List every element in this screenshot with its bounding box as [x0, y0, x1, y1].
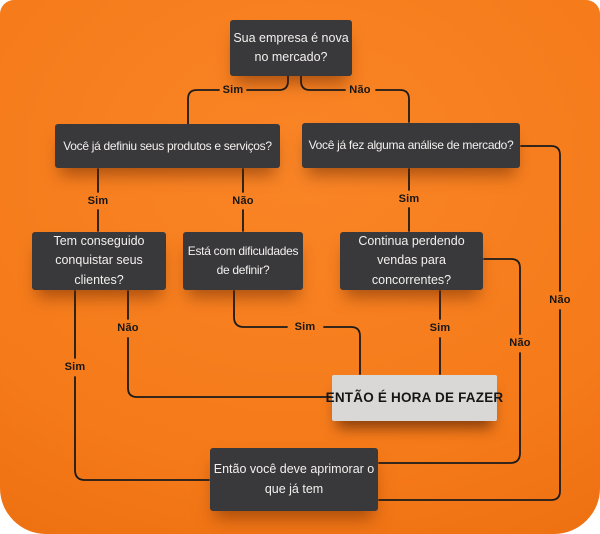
node-text-line: vendas para: [377, 253, 446, 268]
connector-dificuldades-horafazer: [233, 290, 361, 375]
connector-analise-aprimorar: [378, 145, 561, 501]
edge-label-sim-analise-concorrentes: Sim: [398, 193, 420, 205]
node-question-analise-mercado: Você já fez alguma análise de mercado?: [302, 123, 520, 168]
edge-label-nao-concorrentes-aprimorar: Não: [509, 337, 531, 349]
edge-label-nao-clientes-horafazer: Não: [117, 322, 139, 334]
node-text-line: Então você deve aprimorar o: [213, 462, 375, 477]
connector-empresa-analise: [300, 75, 410, 123]
connector-clientes-aprimorar: [74, 290, 210, 481]
edge-label-sim-concorrentes-horafazer: Sim: [429, 322, 451, 334]
node-text-line: Sua empresa é nova: [233, 30, 349, 45]
node-text-line: de definir?: [216, 263, 270, 277]
node-text-line: que já tem: [264, 481, 324, 496]
node-text-line: concorrentes?: [371, 272, 452, 287]
node-text-line: Está com dificuldades: [187, 244, 299, 259]
node-question-perdendo-vendas: Continua perdendo vendas para concorrent…: [340, 232, 483, 290]
node-text-line: Você já definiu seus produtos e serviços…: [63, 138, 272, 153]
node-question-definiu-produtos: Você já definiu seus produtos e serviços…: [55, 124, 280, 168]
node-text-line: ENTÃO É HORA DE FAZER: [325, 389, 504, 405]
connector-clientes-horafazer: [127, 290, 332, 398]
edge-label-sim-definiu-clientes: Sim: [87, 195, 109, 207]
node-question-empresa-nova: Sua empresa é nova no mercado?: [230, 20, 352, 76]
edge-label-nao-analise-aprimorar: Não: [549, 294, 571, 306]
edge-label-sim-clientes-aprimorar: Sim: [64, 361, 86, 373]
node-text-line: Continua perdendo: [358, 233, 465, 248]
connector-empresa-definiu: [187, 75, 289, 125]
node-text-line: clientes?: [74, 272, 124, 287]
node-result-hora-de-fazer: ENTÃO É HORA DE FAZER: [326, 375, 503, 421]
node-text-line: no mercado?: [254, 50, 328, 64]
connector-concorrentes-aprimorar: [378, 258, 521, 464]
edge-label-sim-dificuldades-horafazer: Sim: [294, 321, 316, 333]
edge-label-sim-empresa-definiu: Sim: [222, 84, 244, 96]
node-question-conquistar-clientes: Tem conseguido conquistar seus clientes?: [32, 232, 166, 290]
node-question-dificuldades-definir: Está com dificuldades de definir?: [183, 232, 303, 290]
node-text-line: conquistar seus: [55, 253, 143, 268]
node-result-aprimorar: Então você deve aprimorar o que já tem: [210, 448, 378, 511]
edge-label-nao-definiu-dificuldades: Não: [232, 195, 254, 207]
node-text-line: Você já fez alguma análise de mercado?: [308, 138, 514, 153]
edge-label-nao-empresa-analise: Não: [349, 84, 371, 96]
node-text-line: Tem conseguido: [53, 233, 145, 248]
